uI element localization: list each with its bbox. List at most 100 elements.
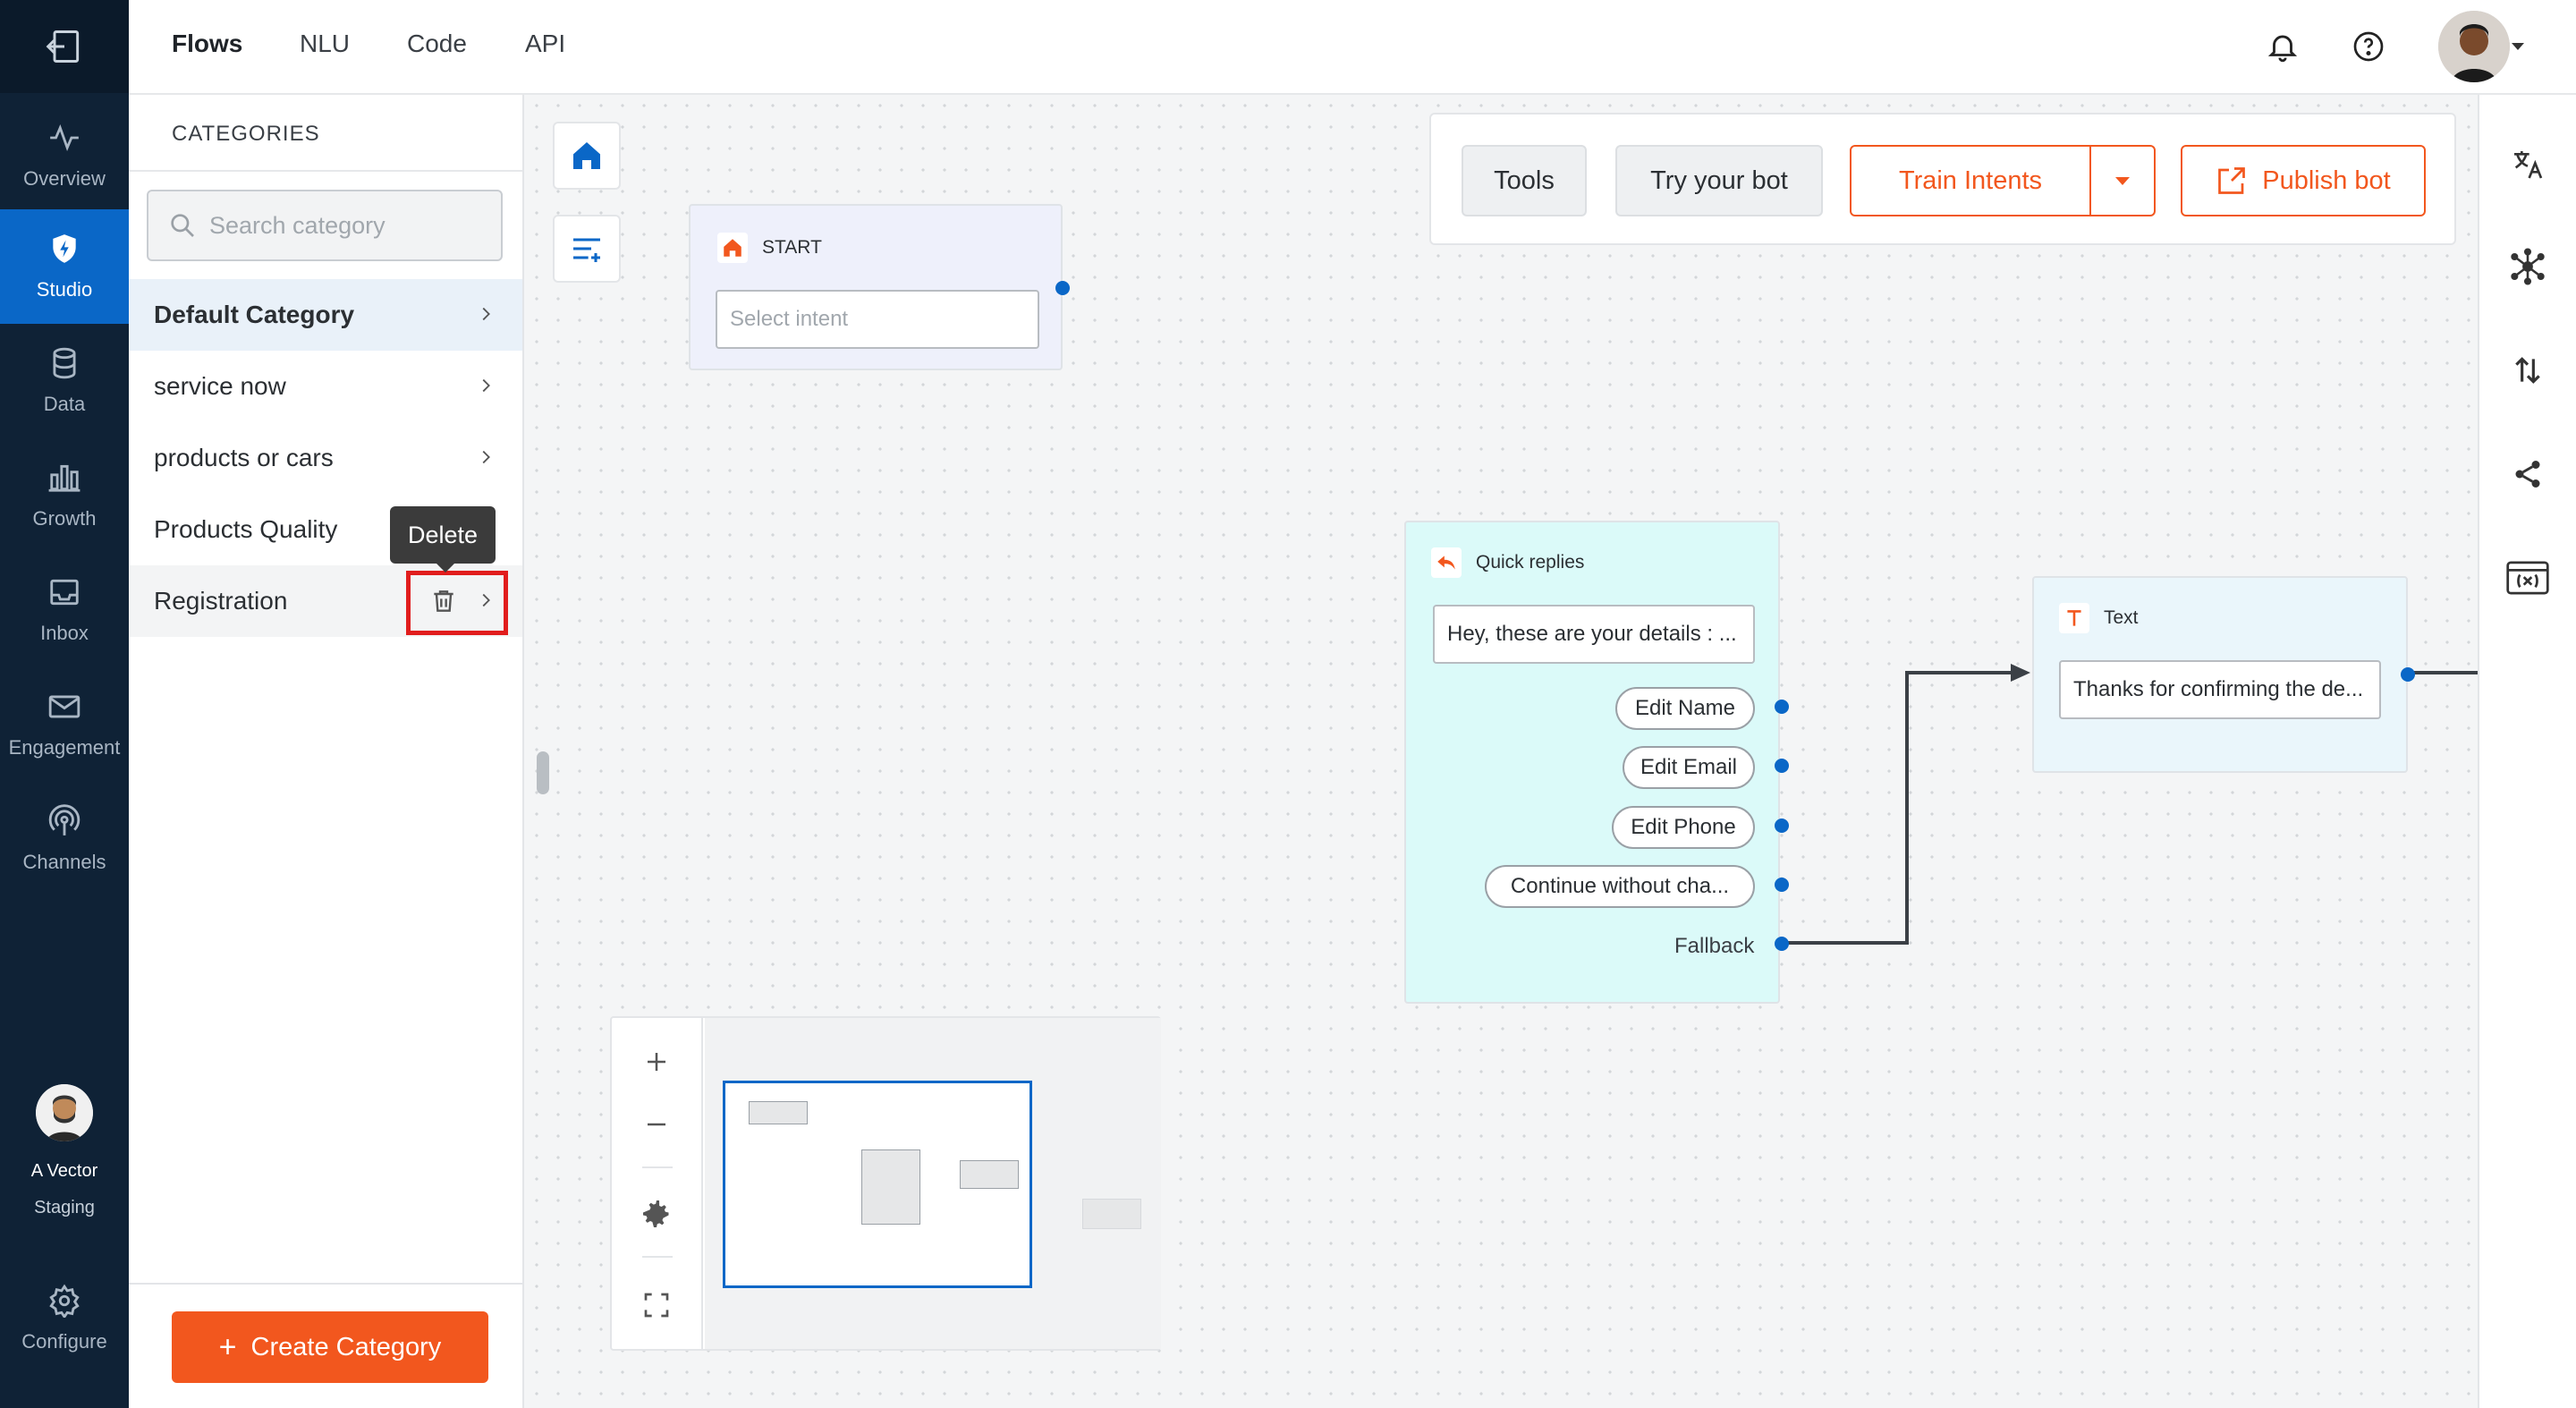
zoom-out-button[interactable] — [612, 1093, 701, 1156]
tools-button[interactable]: Tools — [1462, 145, 1587, 216]
share-button[interactable] — [2479, 438, 2576, 510]
fullscreen-button[interactable] — [612, 1274, 701, 1336]
search-placeholder: Search category — [209, 211, 386, 239]
categories-title: CATEGORIES — [172, 122, 320, 146]
node-header: Text — [2059, 603, 2139, 633]
nav-item-label: Overview — [23, 167, 106, 190]
profile-avatar[interactable] — [2438, 11, 2510, 82]
output-port[interactable] — [1775, 759, 1789, 773]
nav-item-label: Data — [43, 393, 86, 415]
output-port[interactable] — [1775, 878, 1789, 892]
nav-item-configure[interactable]: Configure — [0, 1261, 129, 1376]
node-title: START — [762, 237, 822, 258]
logout-button[interactable] — [0, 0, 129, 93]
category-item-registration[interactable]: Registration — [129, 565, 522, 637]
help-icon — [2353, 31, 2384, 62]
text-node[interactable]: Text Thanks for confirming the de... — [2032, 576, 2415, 773]
variables-button[interactable] — [2479, 542, 2576, 614]
nav-item-overview[interactable]: Overview — [0, 98, 129, 213]
inbox-icon — [50, 579, 79, 606]
text-icon — [2059, 603, 2089, 633]
nav-item-growth[interactable]: Growth — [0, 438, 129, 553]
nav-item-channels[interactable]: Channels — [0, 782, 129, 896]
workspace-user[interactable]: A Vector Staging — [0, 1084, 129, 1218]
caret-down-icon — [2115, 176, 2130, 185]
quick-reply-continue[interactable]: Continue without cha... — [1485, 865, 1755, 908]
share-icon — [2515, 461, 2540, 488]
category-item-default[interactable]: Default Category — [129, 279, 522, 351]
translate-button[interactable] — [2479, 129, 2576, 200]
quick-replies-node[interactable]: Quick replies Hey, these are your detail… — [1404, 521, 1789, 1004]
start-node[interactable]: START Select intent — [689, 204, 1070, 370]
bar-chart-icon — [48, 464, 80, 492]
swap-vertical-icon — [2515, 357, 2540, 384]
quick-reply-edit-name[interactable]: Edit Name — [1615, 687, 1755, 730]
zoom-in-button[interactable] — [612, 1031, 701, 1093]
panel-resize-handle[interactable] — [537, 751, 549, 794]
publish-bot-label: Publish bot — [2262, 165, 2391, 195]
minimap-viewport[interactable] — [723, 1081, 1032, 1288]
chevron-down-icon[interactable] — [2512, 43, 2524, 50]
search-category-input[interactable]: Search category — [147, 190, 503, 261]
create-category-button[interactable]: + Create Category — [172, 1311, 488, 1383]
canvas-settings-button[interactable] — [612, 1183, 701, 1245]
create-category-label: Create Category — [250, 1332, 442, 1361]
tab-flows[interactable]: Flows — [172, 30, 243, 57]
home-button[interactable] — [553, 122, 621, 190]
select-intent-input[interactable]: Select intent — [716, 290, 1039, 349]
category-item-products-quality[interactable]: Products Quality — [129, 494, 522, 565]
message-text: Thanks for confirming the de... — [2073, 677, 2364, 701]
shield-bolt-icon — [53, 234, 76, 263]
output-port[interactable] — [1775, 937, 1789, 951]
quick-reply-edit-phone[interactable]: Edit Phone — [1612, 806, 1755, 849]
output-port[interactable] — [1775, 700, 1789, 714]
try-your-bot-button[interactable]: Try your bot — [1615, 145, 1823, 216]
nav-item-inbox[interactable]: Inbox — [0, 553, 129, 667]
minimap-area[interactable] — [705, 1018, 1161, 1349]
sort-button[interactable] — [2479, 335, 2576, 406]
quick-reply-edit-email[interactable]: Edit Email — [1623, 746, 1755, 789]
add-node-list-button[interactable] — [553, 215, 621, 283]
chevron-right-icon — [482, 378, 490, 393]
category-item-service-now[interactable]: service now — [129, 351, 522, 422]
search-icon — [171, 214, 194, 237]
node-header: START — [717, 233, 822, 263]
zoom-controls — [612, 1018, 703, 1349]
tab-nlu[interactable]: NLU — [300, 30, 351, 57]
nav-item-label: Configure — [21, 1330, 107, 1353]
user-name: A Vector — [30, 1161, 98, 1181]
reply-icon — [1431, 547, 1462, 578]
text-message-input[interactable]: Thanks for confirming the de... — [2059, 660, 2381, 719]
publish-bot-button[interactable]: Publish bot — [2181, 145, 2426, 216]
output-port[interactable] — [2401, 667, 2415, 682]
left-navigation: Overview Studio Data Growth Inbox Engage… — [0, 0, 129, 1408]
nav-item-studio[interactable]: Studio — [0, 209, 129, 324]
chevron-right-icon — [482, 450, 490, 464]
trash-icon[interactable] — [429, 587, 458, 615]
notifications-button[interactable] — [2256, 20, 2309, 73]
minimap-node — [1082, 1199, 1141, 1229]
right-tool-rail — [2478, 95, 2576, 1408]
database-icon — [53, 347, 76, 379]
nav-item-engagement[interactable]: Engagement — [0, 667, 129, 782]
node-title: Quick replies — [1476, 552, 1585, 573]
nav-item-label: Channels — [22, 851, 106, 873]
network-button[interactable] — [2479, 231, 2576, 302]
train-intents-button[interactable]: Train Intents — [1850, 145, 2091, 216]
category-item-products-or-cars[interactable]: products or cars — [129, 422, 522, 494]
category-label: Products Quality — [154, 515, 338, 543]
help-button[interactable] — [2342, 20, 2395, 73]
avatar — [36, 1084, 93, 1141]
activity-icon — [50, 124, 79, 151]
train-options-dropdown[interactable] — [2089, 145, 2156, 216]
top-bar: Flows NLU Code API — [129, 0, 2576, 95]
output-port[interactable] — [1055, 281, 1070, 295]
list-add-icon — [573, 238, 600, 262]
quick-reply-message-input[interactable]: Hey, these are your details : ... — [1433, 605, 1755, 664]
home-icon — [717, 233, 748, 263]
tab-api[interactable]: API — [525, 30, 566, 57]
nav-item-data[interactable]: Data — [0, 324, 129, 438]
output-port[interactable] — [1775, 819, 1789, 833]
select-intent-placeholder: Select intent — [730, 307, 849, 331]
tab-code[interactable]: Code — [407, 30, 467, 57]
